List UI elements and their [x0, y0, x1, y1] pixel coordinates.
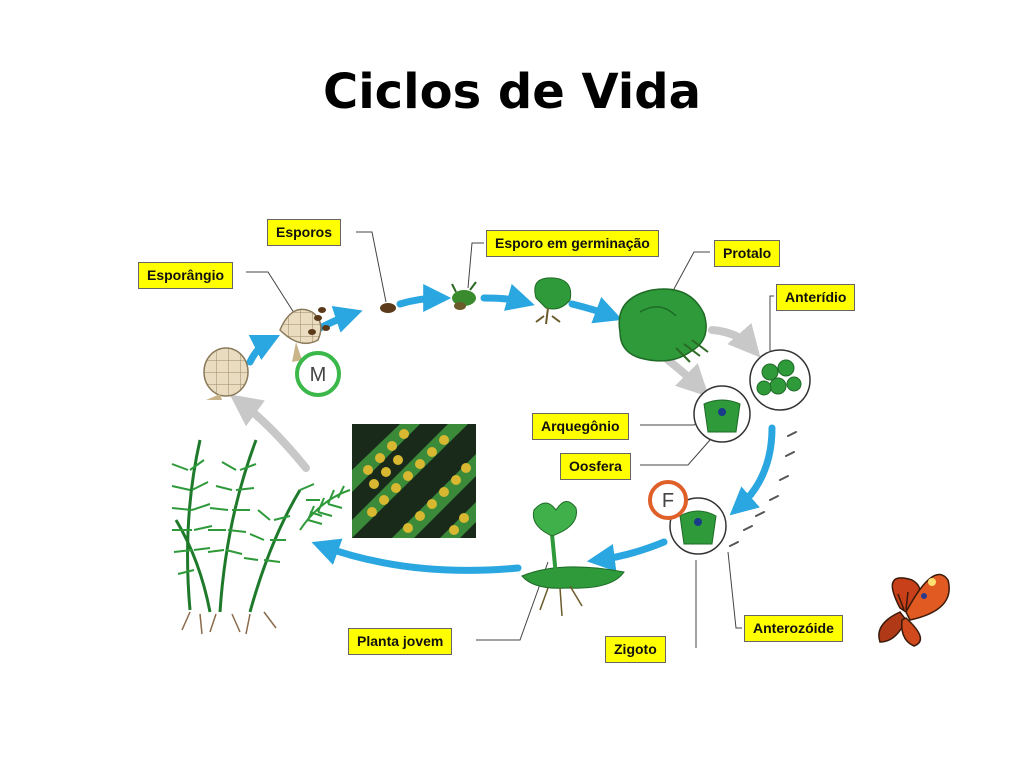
adult-fern-icon	[171, 439, 323, 635]
germinating-spore-icon	[451, 281, 477, 310]
spore-icon	[380, 303, 396, 313]
label-esporo-germinacao: Esporo em germinação	[486, 230, 659, 257]
young-prothallus-icon	[534, 277, 572, 325]
archegonium-icon	[693, 385, 751, 443]
label-esporangio: Esporângio	[138, 262, 234, 289]
label-esporos: Esporos	[267, 219, 342, 246]
cycle-arrows	[246, 283, 776, 574]
label-oosfera: Oosfera	[560, 453, 631, 480]
label-zigoto: Zigoto	[605, 636, 666, 663]
sporangium-open-icon	[279, 307, 330, 362]
label-protalo: Protalo	[714, 240, 781, 267]
young-plant-icon	[521, 501, 625, 617]
marker-m-label: M	[310, 364, 327, 386]
sori-closeup-image	[352, 424, 476, 538]
label-anteridio: Anterídio	[776, 284, 856, 311]
prothallus-icon	[618, 288, 709, 363]
antheridium-icon	[749, 349, 811, 411]
label-planta-jovem: Planta jovem	[348, 628, 453, 655]
page-title: Ciclos de Vida	[323, 64, 701, 120]
label-anterozoide: Anterozóide	[744, 615, 843, 642]
return-arrows	[229, 323, 761, 472]
marker-f: F	[648, 480, 688, 520]
butterfly-icon	[878, 573, 950, 647]
sporangium-closed-icon	[203, 347, 249, 400]
marker-f-label: F	[662, 490, 674, 512]
fern-frond-icon	[299, 485, 351, 531]
marker-m: M	[295, 351, 341, 397]
label-arquegonio: Arquegônio	[532, 413, 629, 440]
antherozoids-icon	[729, 431, 797, 547]
leader-lines	[246, 231, 774, 648]
